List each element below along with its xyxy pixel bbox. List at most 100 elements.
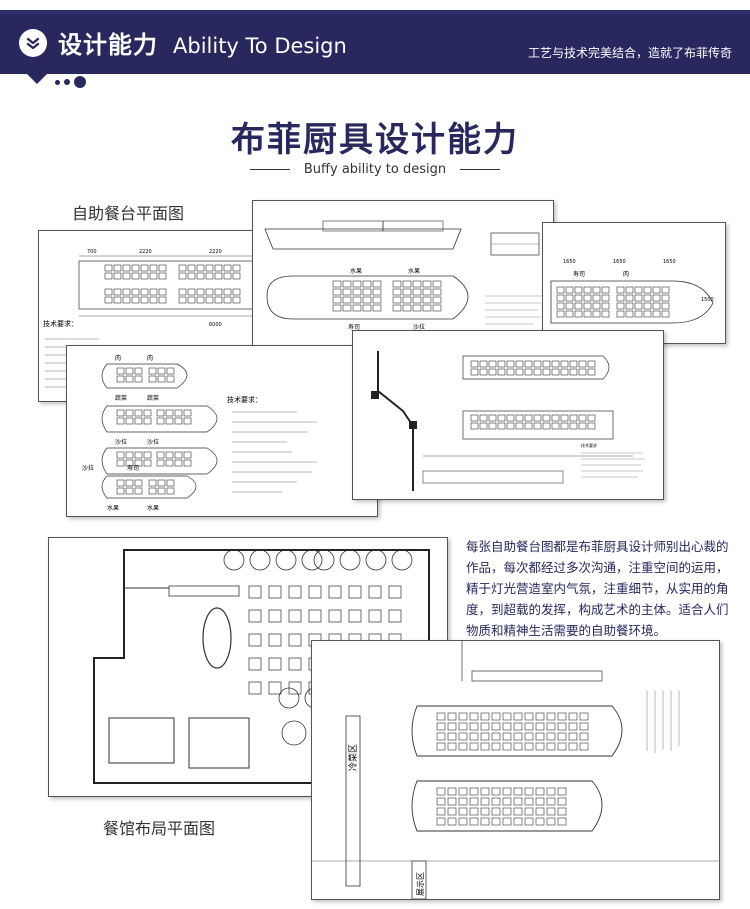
food-pan bbox=[480, 797, 490, 806]
food-pan bbox=[506, 368, 515, 376]
food-pan bbox=[488, 422, 497, 430]
food-pan bbox=[557, 732, 567, 741]
food-pan bbox=[156, 409, 165, 417]
drawing-sheet-3: 1650 1650 1650 寿司 肉 1500 3000 bbox=[542, 222, 726, 344]
food-pan bbox=[625, 294, 634, 302]
food-pan bbox=[134, 479, 143, 487]
buffet-plan-label: 自助餐台平面图 bbox=[72, 204, 185, 223]
food-pan bbox=[546, 787, 556, 796]
dim-label-6: 1650 bbox=[663, 259, 676, 265]
food-pan bbox=[372, 280, 382, 288]
food-pan bbox=[480, 732, 490, 741]
main-subtitle: Buffy ability to design bbox=[303, 162, 447, 177]
square-table bbox=[248, 657, 262, 671]
food-pan bbox=[422, 304, 432, 312]
food-pan bbox=[458, 712, 468, 721]
food-pan bbox=[569, 360, 578, 368]
food-pan bbox=[131, 264, 140, 272]
food-pan bbox=[205, 296, 214, 304]
food-pan bbox=[174, 409, 183, 417]
round-table bbox=[365, 549, 387, 571]
food-pan bbox=[214, 264, 223, 272]
food-pan bbox=[165, 459, 174, 467]
food-pan bbox=[535, 787, 545, 796]
food-pan bbox=[342, 304, 352, 312]
food-pan bbox=[196, 264, 205, 272]
square-table bbox=[288, 633, 302, 647]
food-pan bbox=[469, 807, 479, 816]
food-pan bbox=[587, 360, 596, 368]
food-pan bbox=[165, 417, 174, 425]
subtitle-divider-left bbox=[249, 169, 290, 170]
food-pan bbox=[113, 288, 122, 296]
food-pan bbox=[574, 302, 583, 310]
food-pan bbox=[214, 296, 223, 304]
food-pan bbox=[556, 286, 565, 294]
food-pan bbox=[140, 288, 149, 296]
food-pan bbox=[578, 422, 587, 430]
food-pan bbox=[634, 294, 643, 302]
food-pan bbox=[533, 368, 542, 376]
round-table bbox=[223, 549, 245, 571]
food-pan bbox=[480, 807, 490, 816]
food-pan bbox=[122, 272, 131, 280]
food-pan bbox=[131, 288, 140, 296]
food-pan bbox=[205, 264, 214, 272]
food-pan bbox=[332, 304, 342, 312]
food-pan bbox=[569, 422, 578, 430]
food-pan bbox=[515, 414, 524, 422]
food-pan bbox=[134, 367, 143, 375]
food-pan bbox=[513, 817, 523, 826]
food-pan bbox=[502, 787, 512, 796]
food-pan bbox=[491, 732, 501, 741]
food-pan bbox=[116, 367, 125, 375]
food-pan bbox=[447, 807, 457, 816]
dim-label-3: 2220 bbox=[209, 249, 222, 255]
drawing-sheet-5: 技术要求 bbox=[352, 330, 664, 500]
round-table bbox=[278, 687, 300, 709]
food-pan bbox=[214, 288, 223, 296]
food-pan bbox=[458, 732, 468, 741]
food-pan bbox=[469, 712, 479, 721]
food-pan bbox=[542, 422, 551, 430]
food-pan bbox=[157, 487, 166, 495]
food-pan bbox=[166, 479, 175, 487]
food-pan bbox=[491, 817, 501, 826]
food-pan bbox=[432, 296, 442, 304]
round-table bbox=[391, 549, 413, 571]
square-table bbox=[328, 609, 342, 623]
square-table bbox=[348, 585, 362, 599]
square-table bbox=[248, 681, 262, 695]
food-pan bbox=[560, 414, 569, 422]
food-pan bbox=[469, 817, 479, 826]
decorative-dots bbox=[55, 74, 86, 90]
food-pan bbox=[480, 742, 490, 751]
food-pan bbox=[125, 459, 134, 467]
food-pan bbox=[634, 302, 643, 310]
square-table bbox=[368, 609, 382, 623]
island-label-veg: 蔬菜 bbox=[115, 394, 127, 402]
food-pan bbox=[497, 422, 506, 430]
food-pan bbox=[134, 409, 143, 417]
food-pan bbox=[568, 722, 578, 731]
drawing-sheet-2: 水果 水果 寿司 沙拉 bbox=[252, 200, 554, 347]
food-pan bbox=[362, 280, 372, 288]
food-pan bbox=[557, 787, 567, 796]
food-pan bbox=[578, 368, 587, 376]
food-pan bbox=[196, 296, 205, 304]
large-counter-grid bbox=[436, 712, 589, 826]
food-pan bbox=[592, 310, 601, 318]
food-pan bbox=[362, 304, 372, 312]
food-pan bbox=[502, 817, 512, 826]
food-pan bbox=[436, 797, 446, 806]
square-table bbox=[308, 585, 322, 599]
food-pan bbox=[491, 712, 501, 721]
food-pan bbox=[491, 807, 501, 816]
food-pan bbox=[125, 487, 134, 495]
food-pan bbox=[480, 817, 490, 826]
square-table bbox=[368, 585, 382, 599]
food-pan bbox=[574, 286, 583, 294]
dim-label-4: 1650 bbox=[563, 259, 576, 265]
food-pan bbox=[578, 414, 587, 422]
dim-label-5: 1650 bbox=[613, 259, 626, 265]
